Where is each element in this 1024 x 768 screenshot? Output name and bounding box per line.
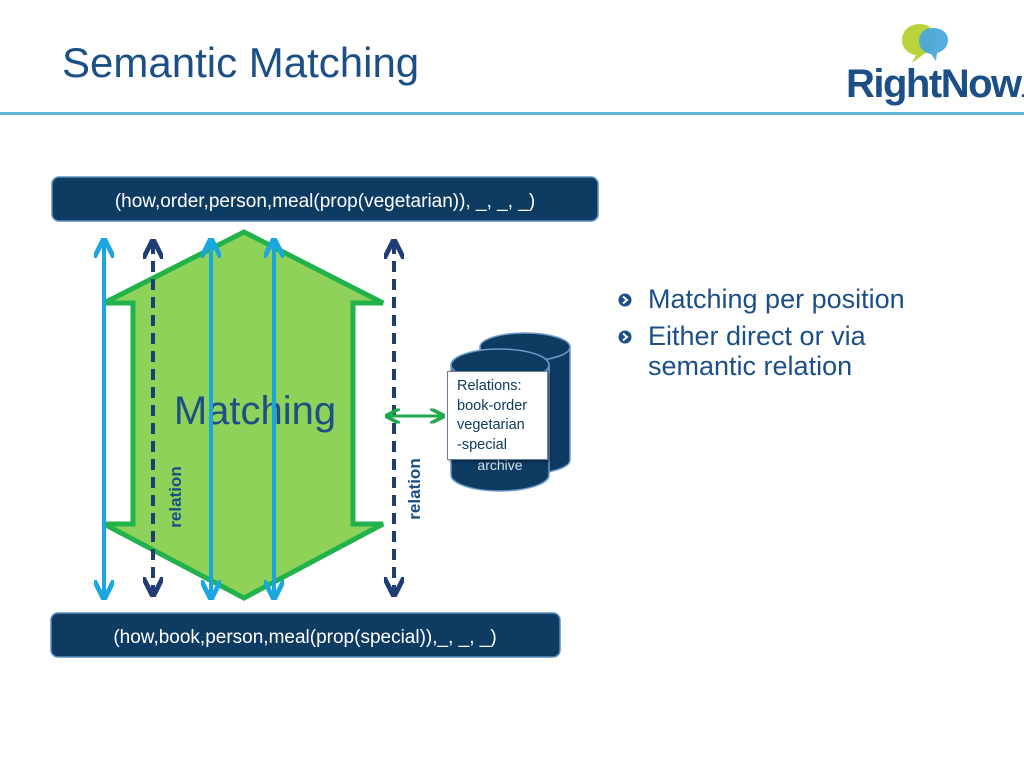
bullet-chevron-icon bbox=[618, 330, 632, 344]
top-tuple-text: (how,order,person,meal(prop(vegetarian))… bbox=[115, 191, 535, 212]
bullet-text: Either direct or via bbox=[648, 321, 866, 351]
relations-line: book-order bbox=[457, 397, 528, 414]
archive-label: archive bbox=[477, 457, 522, 473]
bullet-list: Matching per position Either direct or v… bbox=[618, 284, 1008, 388]
bullet-text: Matching per position bbox=[648, 284, 905, 314]
bottom-tuple-text: (how,book,person,meal(prop(special)),_, … bbox=[113, 627, 496, 648]
relations-line: -special bbox=[457, 436, 507, 453]
bullet-item: Either direct or via semantic relation bbox=[618, 321, 1008, 381]
rightnow-logo: RightNow. bbox=[846, 20, 1024, 110]
relations-callout: Relations: book-order vegetarian -specia… bbox=[447, 371, 548, 460]
title-underline bbox=[0, 112, 1024, 115]
bottom-tuple-box bbox=[50, 612, 561, 658]
bullet-chevron-icon bbox=[618, 293, 632, 307]
relation-label-left: relation bbox=[166, 466, 185, 527]
top-tuple-box bbox=[51, 176, 599, 222]
bullet-item: Matching per position bbox=[618, 284, 1008, 314]
logo-wordmark: RightNow. bbox=[846, 62, 1024, 106]
bullet-text-continued: semantic relation bbox=[648, 351, 853, 381]
matching-label: Matching bbox=[174, 389, 336, 433]
slide-title: Semantic Matching bbox=[62, 39, 420, 86]
speech-bubbles-icon bbox=[902, 24, 948, 63]
relation-label-right: relation bbox=[405, 458, 424, 519]
matching-double-arrow bbox=[102, 229, 385, 601]
relations-line: vegetarian bbox=[457, 417, 525, 433]
relations-heading: Relations: bbox=[457, 378, 522, 394]
